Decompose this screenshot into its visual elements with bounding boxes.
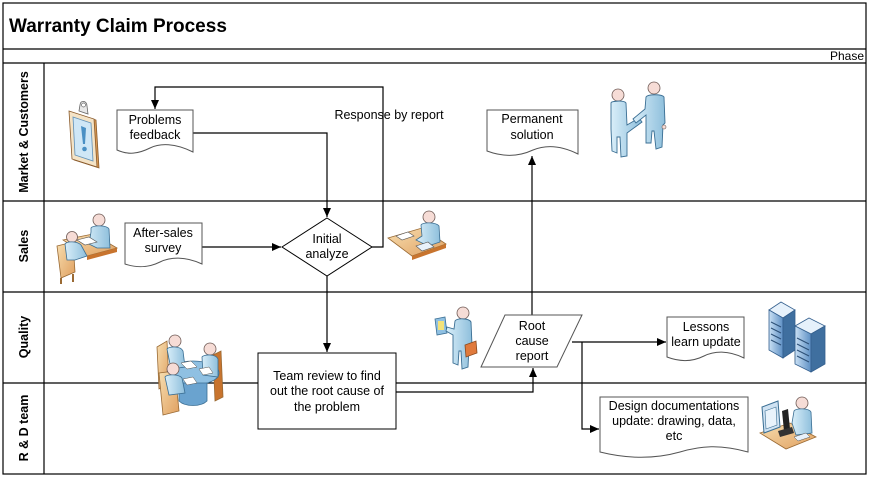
node-text-line: update: drawing, data, [612,414,736,428]
node-text-line: solution [510,128,553,142]
edge-root-cause-to-design-docs [581,342,599,433]
node-text-line: cause [515,334,548,348]
team-meeting-table-icon [156,334,224,416]
node-problems-feedback[interactable]: Problems feedback [116,109,194,154]
clipboard-alert-icon [68,100,100,169]
lane-label-sales: Sales [17,230,31,263]
process-box [257,352,397,430]
node-text-line: Team review to find [273,369,381,383]
document-shape [599,396,749,458]
node-text-line: Lessons [683,320,730,334]
server-cluster-icon [768,301,826,373]
node-text-line: etc [666,429,683,443]
edge-team-review-to-root-cause [396,368,537,393]
diagram-title: Warranty Claim Process [9,16,227,37]
person-with-briefcase-icon [434,306,478,370]
node-text-line: Permanent [501,112,563,126]
data-parallelogram [480,314,583,368]
node-text-line: Initial [312,232,341,246]
decision-diamond [281,217,373,277]
node-text-line: out the root cause of [270,384,384,398]
node-text-line: learn update [671,335,741,349]
node-text-line: report [516,349,549,363]
sales-desk-meeting-icon [56,213,119,284]
node-design-documentations[interactable]: Design documentations update: drawing, d… [599,396,749,458]
handshake-icon [610,81,667,158]
lane-label-quality: Quality [17,316,31,358]
lane-label-rnd-team: R & D team [17,395,31,462]
node-text-line: Root [519,319,546,333]
connectors [151,86,666,433]
lane-label-market-customers: Market & Customers [17,71,31,193]
node-team-review[interactable]: Team review to find out the root cause o… [257,352,397,430]
node-text-line: Problems [129,113,182,127]
document-shape [116,109,194,154]
node-lessons-learn-update[interactable]: Lessons learn update [666,316,745,362]
node-text-line: Design documentations [609,399,740,413]
node-text-line: After-sales [133,226,193,240]
outer-border [2,2,867,475]
desk-worker-icon [387,210,447,260]
edge-label-response-by-report: Response by report [334,108,444,122]
node-root-cause-report[interactable]: Root cause report [480,314,583,368]
node-text-line: the problem [294,400,360,414]
microscope-engineer-icon [759,396,817,450]
edge-response-by-report [151,86,384,248]
node-after-sales-survey[interactable]: After-sales survey [124,222,203,268]
node-text-line: feedback [130,128,181,142]
document-shape [486,109,579,156]
diagram-frame [2,2,867,475]
document-shape [124,222,203,268]
node-text-line: survey [145,241,183,255]
document-shape [666,316,745,362]
node-text-line: analyze [305,247,348,261]
node-permanent-solution[interactable]: Permanent solution [486,109,579,156]
phase-label: Phase [830,49,864,63]
edge-problems-feedback-to-initial-analyze [193,132,331,217]
node-initial-analyze[interactable]: Initial analyze [281,217,373,277]
